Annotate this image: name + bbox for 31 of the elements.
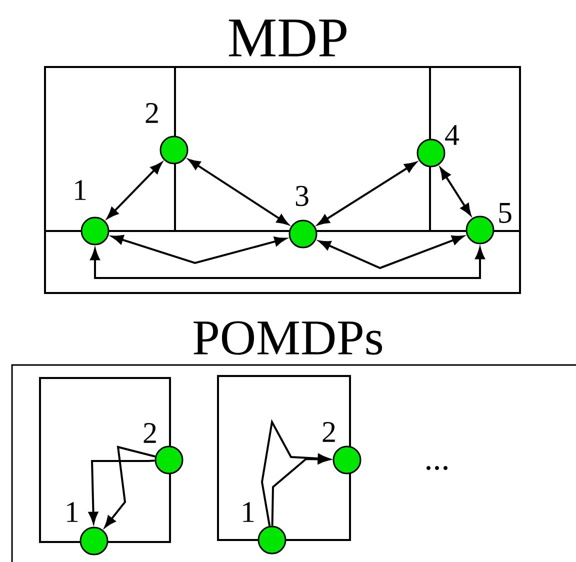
state-circle	[416, 138, 446, 168]
state-number: 2	[146, 103, 158, 123]
arrow	[88, 460, 155, 524]
state-number: 4	[445, 125, 460, 145]
state-number: 1	[67, 502, 78, 522]
arrow	[112, 235, 286, 264]
arrow	[104, 446, 156, 528]
title: POMDPs	[194, 321, 382, 355]
arrow	[318, 162, 416, 226]
state-number: 3	[296, 186, 308, 206]
state-circle	[80, 526, 108, 556]
arrow	[106, 162, 162, 219]
arrow	[271, 454, 330, 526]
state-circle	[80, 216, 110, 246]
state-number: 1	[75, 180, 86, 200]
arrow	[188, 159, 289, 225]
ellipsis: ...	[426, 466, 448, 470]
state-circle	[466, 216, 494, 244]
state-circle	[332, 446, 362, 474]
state-number: 1	[243, 502, 254, 522]
title: MDP	[228, 20, 346, 56]
arrow	[90, 247, 485, 279]
state-circle	[288, 220, 318, 248]
state-number: 2	[322, 422, 335, 442]
state-circle	[154, 446, 184, 474]
state-number: 2	[144, 423, 156, 443]
state-circle	[258, 526, 286, 554]
state-number: 5	[499, 203, 512, 223]
state-circle	[160, 136, 188, 164]
arrow	[440, 168, 472, 216]
arrow	[318, 236, 464, 270]
